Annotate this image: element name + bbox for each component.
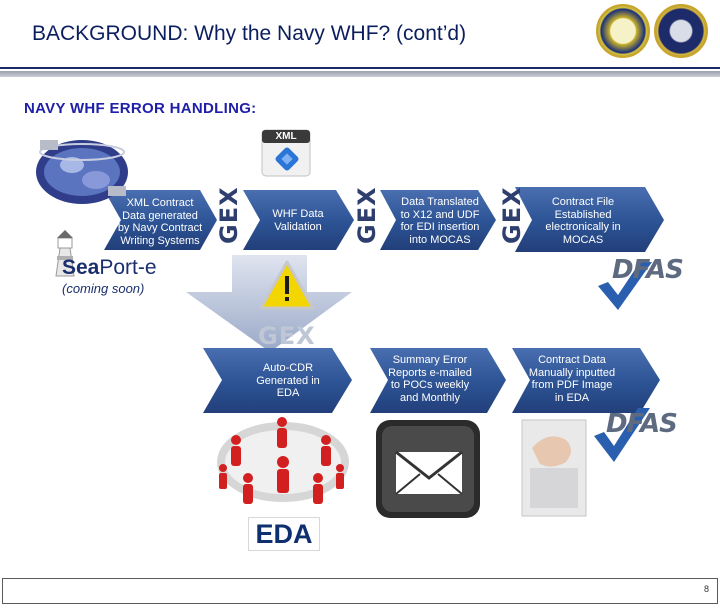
email-envelope-icon (376, 420, 480, 518)
gex-badge-4: GEX (258, 322, 316, 350)
title-band (0, 71, 720, 77)
dfas-logo-top: DFAS (612, 255, 684, 285)
chevron-translation-text: Data Translated to X12 and UDF for EDI i… (392, 196, 488, 246)
flow-text-line: and Monthly (400, 391, 460, 404)
chevron-auto-cdr (203, 348, 352, 413)
footer-bar: 8 (2, 578, 718, 604)
page-number: 8 (703, 584, 709, 594)
dfas-check-icon-top (598, 262, 652, 310)
flow-text-line: to X12 and UDF (400, 208, 480, 221)
eda-logo: EDA (248, 517, 320, 551)
navy-seal-left-icon (596, 4, 650, 58)
flow-text-line: for EDI insertion (400, 221, 480, 233)
chevron-error-reports (370, 348, 506, 413)
chevron-whf-validation-text: WHF Data Validation (258, 208, 338, 233)
chevron-manual-input-text: Contract Data Manually inputted from PDF… (520, 354, 624, 404)
chevron-xml-generation-text: XML Contract Data generated by Navy Cont… (111, 197, 209, 247)
people-network-icon (217, 417, 349, 504)
flow-text-line: Established (554, 208, 612, 221)
flow-text-line: electronically in (545, 221, 621, 233)
navy-seal-right-icon (654, 4, 708, 58)
xml-file-icon (261, 129, 311, 177)
slide-title: BACKGROUND: Why the Navy WHF? (cont’d) (32, 22, 467, 45)
globe-satellite-icon (36, 140, 128, 204)
chevron-auto-cdr-text: Auto-CDR Generated in EDA (238, 362, 338, 400)
flow-text-line: to POCs weekly (390, 379, 470, 391)
flow-text-line: Contract Data (538, 354, 606, 366)
flow-text-line: XML Contract (126, 197, 194, 209)
flow-text-line: Writing Systems (120, 234, 200, 247)
gex-badge-2: GEX (353, 186, 381, 244)
flow-text-line: Data generated (122, 209, 198, 222)
flow-text-line: into MOCAS (409, 233, 471, 246)
flow-text-line: from PDF Image (531, 379, 613, 391)
seaport-logo-bold: Sea (62, 256, 100, 279)
chevron-manual-input (512, 348, 660, 413)
warning-icon (259, 260, 315, 310)
flow-text-line: Summary Error (392, 354, 468, 366)
chevron-whf-validation (243, 190, 354, 250)
flow-text-line: Reports e-mailed (388, 366, 472, 379)
flow-text-line: in EDA (554, 391, 590, 404)
dfas-logo-bottom: DFAS (606, 409, 678, 439)
flow-text-line: by Navy Contract (117, 222, 203, 234)
flow-text-line: Manually inputted (528, 366, 616, 379)
section-heading: NAVY WHF ERROR HANDLING: (24, 100, 257, 117)
chevron-translation (380, 190, 496, 250)
chevron-mocas-text: Contract File Established electronically… (535, 196, 631, 246)
seaport-note: (coming soon) (62, 281, 145, 296)
flow-text-line: Generated in (256, 374, 320, 387)
flow-text-line: EDA (276, 387, 300, 399)
gex-badge-1: GEX (215, 186, 243, 244)
flow-text-line: MOCAS (562, 233, 604, 246)
flow-text-line: Auto-CDR (262, 362, 314, 374)
gex-badge-3: GEX (498, 186, 526, 244)
flow-text-line: Contract File (551, 196, 615, 208)
xml-icon-label: XML (275, 131, 297, 142)
flow-text-line: WHF Data (272, 208, 324, 220)
seaport-logo-rest: Port-e (99, 256, 157, 279)
chevron-xml-generation (104, 190, 217, 250)
seaport-logo: SeaPort-e (62, 256, 157, 280)
title-rule (0, 67, 720, 69)
keyboard-typing-photo (521, 419, 587, 517)
flow-text-line: Data Translated (401, 196, 479, 208)
flow-text-line: Validation (274, 220, 322, 233)
chevron-mocas (515, 187, 664, 252)
lighthouse-icon (55, 230, 75, 277)
chevron-error-reports-text: Summary Error Reports e-mailed to POCs w… (378, 354, 482, 404)
dfas-check-icon-bottom (594, 408, 650, 462)
